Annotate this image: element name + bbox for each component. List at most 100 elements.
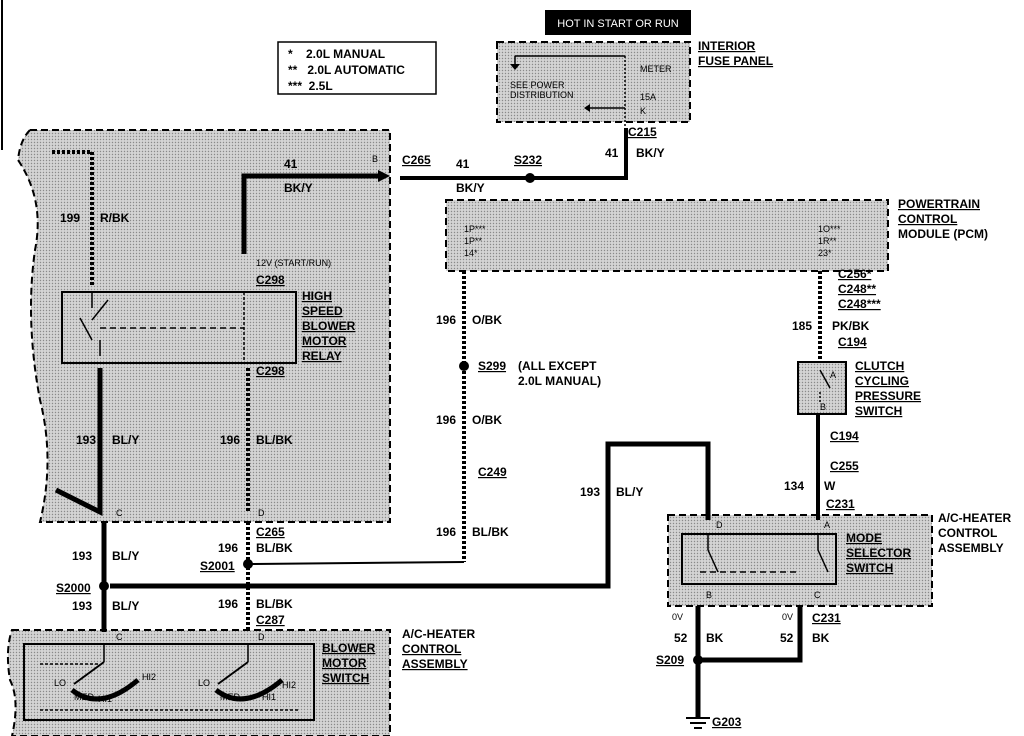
w193b-color: BL/Y bbox=[112, 549, 139, 563]
relay-pin-d: D bbox=[258, 508, 265, 518]
mode-pin-b: B bbox=[706, 590, 712, 600]
w193d-color: BL/Y bbox=[616, 485, 643, 499]
pcm-title-2: CONTROL bbox=[898, 212, 957, 226]
pcm-left-pin-3: 14* bbox=[464, 248, 478, 258]
legend-box bbox=[277, 41, 437, 95]
relay-pin-c: C bbox=[116, 508, 123, 518]
pcm-right-pin-1: 1O*** bbox=[818, 224, 841, 234]
s299-label: S299 bbox=[478, 359, 506, 373]
s299-note-2: 2.0L MANUAL) bbox=[518, 374, 601, 388]
blower-motor-switch bbox=[23, 643, 315, 721]
w193b-num: 193 bbox=[72, 549, 92, 563]
mode-title-2: CONTROL bbox=[938, 526, 997, 540]
blower-pin-d: D bbox=[258, 632, 265, 642]
c265-bot-label: C265 bbox=[256, 525, 285, 539]
splice-s2000 bbox=[99, 581, 109, 591]
relay-label-2: SPEED bbox=[302, 304, 343, 318]
blower-title-1: A/C-HEATER bbox=[402, 627, 475, 641]
blower-title-3: ASSEMBLY bbox=[402, 657, 468, 671]
clutch-label-3: PRESSURE bbox=[855, 389, 921, 403]
c287-label: C287 bbox=[256, 613, 285, 627]
fuse-meter: METER bbox=[640, 64, 672, 74]
mode-pin-a: A bbox=[824, 520, 830, 530]
c256-label: C256* bbox=[838, 267, 872, 281]
clutch-pin-a: A bbox=[830, 370, 836, 380]
w196bl-color: BL/BK bbox=[472, 525, 509, 539]
mode-label-1: MODE bbox=[846, 531, 882, 545]
pcm-right-pin-2: 1R** bbox=[818, 236, 837, 246]
c215-label: C215 bbox=[628, 125, 657, 139]
w196o2-num: 196 bbox=[436, 413, 456, 427]
blower-hi1-1: HI1 bbox=[98, 694, 112, 704]
w134-color: W bbox=[824, 479, 836, 493]
clutch-pin-b: B bbox=[820, 402, 826, 412]
c255-label: C255 bbox=[830, 459, 859, 473]
s232-label: S232 bbox=[514, 153, 542, 167]
c248a-label: C248** bbox=[838, 282, 876, 296]
s209-label: S209 bbox=[656, 653, 684, 667]
c194-bot-label: C194 bbox=[830, 429, 859, 443]
blower-hi1-2: HI1 bbox=[262, 692, 276, 702]
splice-s232 bbox=[525, 173, 535, 183]
c231-bot-label: C231 bbox=[812, 611, 841, 625]
w185-color: PK/BK bbox=[832, 319, 870, 333]
hot-label: HOT IN START OR RUN bbox=[557, 18, 678, 30]
c298-bot-label: C298 bbox=[256, 364, 285, 378]
fuse-amps: 15A bbox=[640, 92, 656, 102]
pcm-title-1: POWERTRAIN bbox=[898, 197, 980, 211]
s2001-label: S2001 bbox=[200, 559, 235, 573]
hot-label-box bbox=[545, 10, 691, 35]
relay-pin-b: B bbox=[372, 154, 378, 164]
pcm-left-pin-2: 1P** bbox=[464, 236, 483, 246]
pcm-region bbox=[445, 199, 889, 272]
splice-s2001 bbox=[243, 559, 253, 569]
mode-title-3: ASSEMBLY bbox=[938, 541, 1004, 555]
w193c-num: 193 bbox=[72, 599, 92, 613]
w196b-num: 196 bbox=[218, 541, 238, 555]
blower-label-3: SWITCH bbox=[322, 671, 369, 685]
mode-label-3: SWITCH bbox=[846, 561, 893, 575]
w193a-color: BL/Y bbox=[112, 433, 139, 447]
fuse-title-2: FUSE PANEL bbox=[698, 54, 773, 68]
blower-hi2-1: HI2 bbox=[142, 672, 156, 682]
c249-label: C249 bbox=[478, 465, 507, 479]
fuse-k: K bbox=[640, 106, 646, 116]
mode-title-1: A/C-HEATER bbox=[938, 511, 1011, 525]
w199-color: R/BK bbox=[100, 211, 130, 225]
c194-top-label: C194 bbox=[838, 335, 867, 349]
splice-s299 bbox=[459, 361, 469, 371]
mode-volt-1: 0V bbox=[672, 612, 683, 622]
w52a-num: 52 bbox=[674, 631, 688, 645]
w196bl-num: 196 bbox=[436, 525, 456, 539]
blower-lo-2: LO bbox=[198, 678, 210, 688]
w41b-color: BK/Y bbox=[456, 181, 485, 195]
w41c-color: BK/Y bbox=[636, 146, 665, 160]
pcm-left-pin-1: 1P*** bbox=[464, 224, 486, 234]
w199-num: 199 bbox=[60, 211, 80, 225]
fuse-see-2: DISTRIBUTION bbox=[510, 90, 574, 100]
g203-label: G203 bbox=[712, 715, 742, 729]
c231-top-label: C231 bbox=[826, 497, 855, 511]
relay-power: 12V (START/RUN) bbox=[256, 258, 331, 268]
clutch-label-2: CYCLING bbox=[855, 374, 909, 388]
w41c-num: 41 bbox=[605, 146, 619, 160]
w196a-num: 196 bbox=[220, 433, 240, 447]
legend-item-1: * 2.0L MANUAL bbox=[288, 47, 385, 61]
blower-lo-1: LO bbox=[54, 678, 66, 688]
w52b-num: 52 bbox=[780, 631, 794, 645]
blower-med-1: MED bbox=[74, 692, 95, 702]
w196o1-num: 196 bbox=[436, 313, 456, 327]
pcm-title-3: MODULE (PCM) bbox=[898, 227, 988, 241]
c248b-label: C248*** bbox=[838, 297, 881, 311]
c265-top-label: C265 bbox=[402, 153, 431, 167]
w41a-num: 41 bbox=[284, 157, 298, 171]
mode-label-2: SELECTOR bbox=[846, 546, 911, 560]
blower-hi2-2: HI2 bbox=[282, 680, 296, 690]
relay-label-5: RELAY bbox=[302, 349, 342, 363]
blower-med-2: MED bbox=[220, 692, 241, 702]
w196a-color: BL/BK bbox=[256, 433, 293, 447]
w185-num: 185 bbox=[792, 319, 812, 333]
blower-title-2: CONTROL bbox=[402, 642, 461, 656]
clutch-label-1: CLUTCH bbox=[855, 359, 904, 373]
fuse-title-1: INTERIOR bbox=[698, 39, 756, 53]
